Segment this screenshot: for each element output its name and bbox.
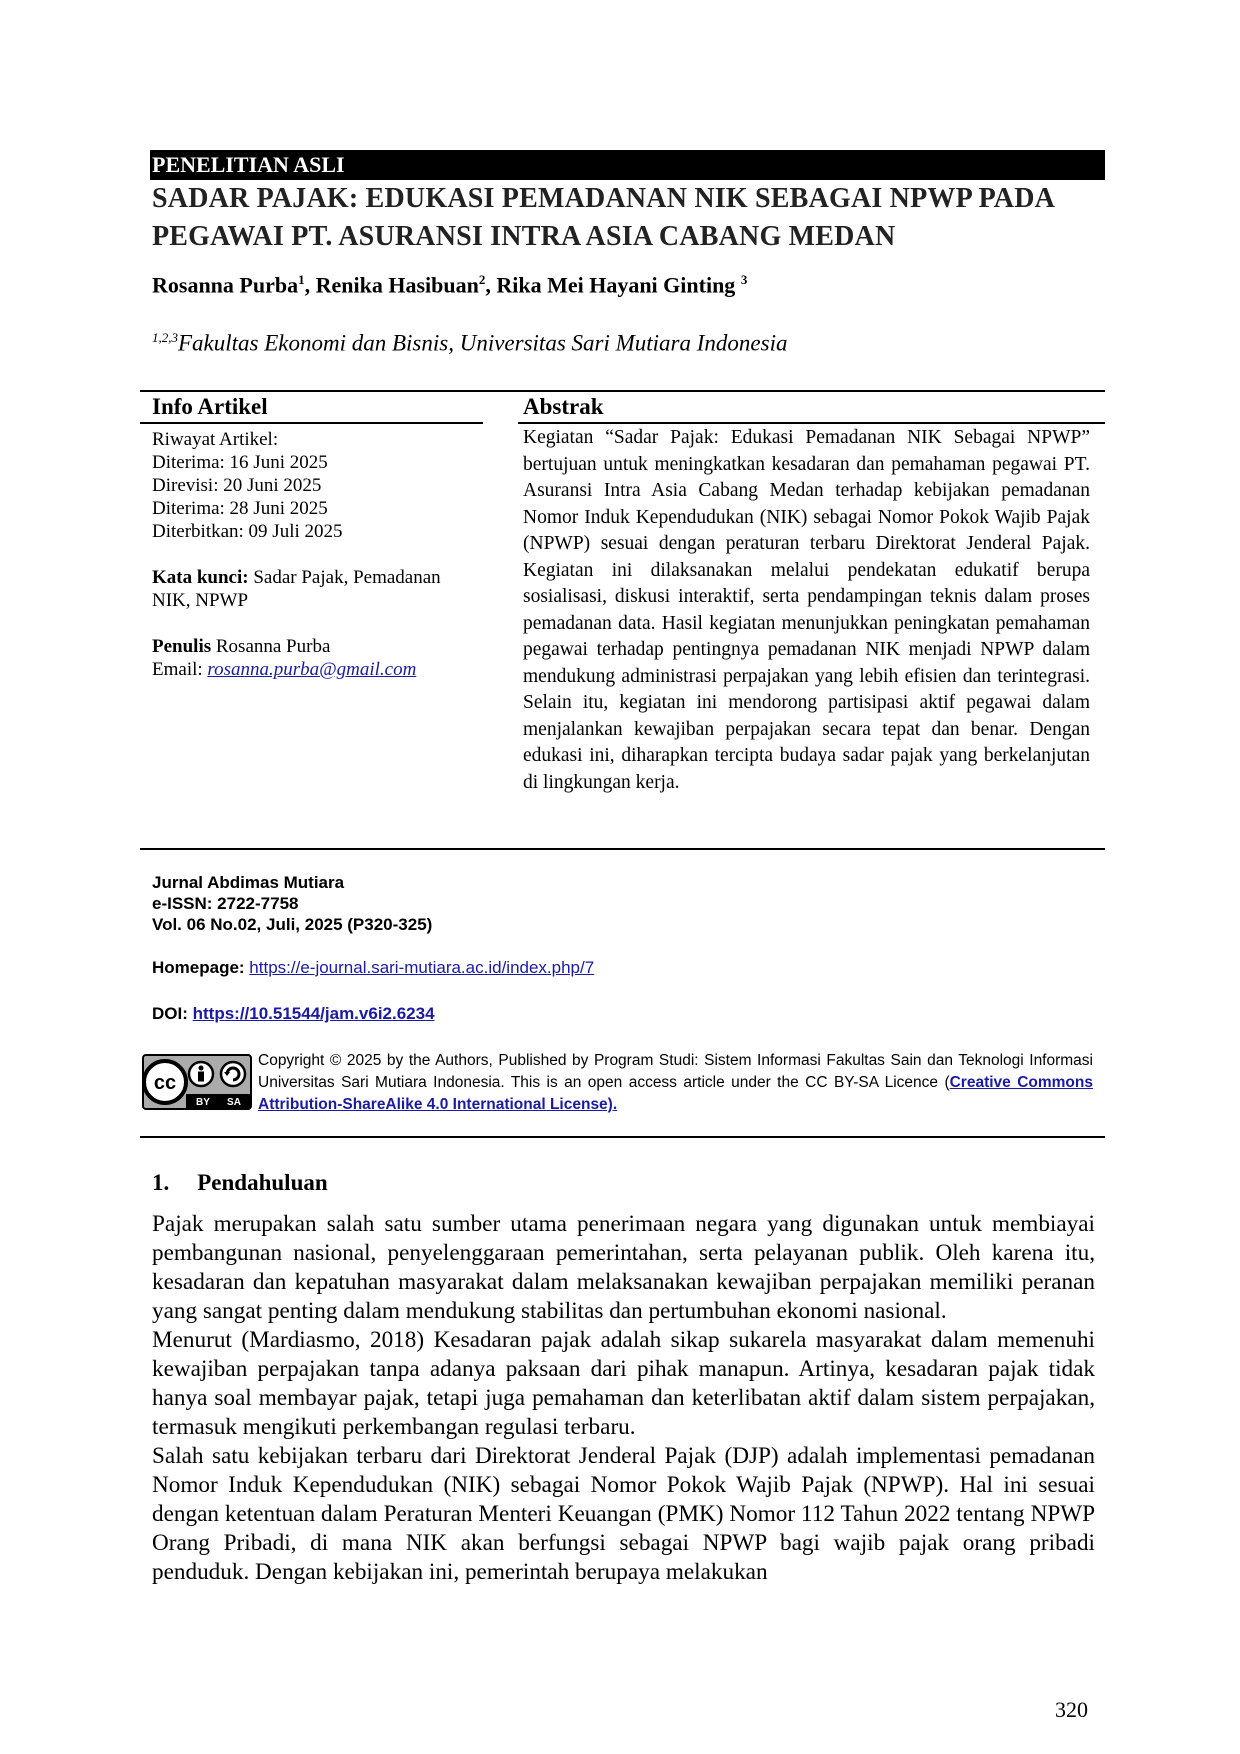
author-list: Rosanna Purba1, Renika Hasibuan2, Rika M… [152, 272, 747, 298]
top-rule [140, 390, 1105, 392]
affiliation-text: Fakultas Ekonomi dan Bisnis, Universitas… [178, 330, 788, 356]
homepage-label: Homepage: [152, 958, 250, 977]
page-number: 320 [1055, 1697, 1088, 1722]
received-date: Diterima: 16 Juni 2025 [152, 452, 328, 473]
author-label: Penulis [152, 636, 212, 657]
keywords: Kata kunci: Sadar Pajak, Pemadanan NIK, … [152, 566, 482, 612]
section-body: Pajak merupakan salah satu sumber utama … [152, 1210, 1095, 1587]
abstract-heading: Abstrak [523, 394, 604, 419]
author-value: Rosanna Purba [211, 636, 331, 657]
paragraph: Salah satu kebijakan terbaru dari Direkt… [152, 1443, 1095, 1585]
abstract-text: Kegiatan “Sadar Pajak: Edukasi Pemadanan… [523, 427, 1090, 793]
copyright-notice: Copyright © 2025 by the Authors, Publish… [258, 1050, 1093, 1116]
keywords-text: Sadar Pajak, Pemadanan NIK, NPWP [152, 567, 441, 611]
history-label: Riwayat Artikel: [152, 429, 279, 450]
journal-issn: e-ISSN: 2722-7758 [152, 894, 299, 913]
accepted-date: Diterima: 28 Juni 2025 [152, 498, 328, 519]
license-link[interactable]: Creative Commons Attribution-ShareAlike … [258, 1074, 1093, 1113]
svg-text:BY: BY [196, 1097, 210, 1108]
front-matter-bottom-rule [140, 1136, 1105, 1138]
paragraph: Menurut (Mardiasmo, 2018) Kesadaran paja… [152, 1327, 1095, 1440]
published-date: Diterbitkan: 09 Juli 2025 [152, 521, 343, 542]
paragraph: Pajak merupakan salah satu sumber utama … [152, 1211, 1095, 1324]
copyright-text: Copyright © 2025 by the Authors, Publish… [258, 1052, 1093, 1091]
journal-volume: Vol. 06 No.02, Juli, 2025 (P320-325) [152, 915, 433, 934]
section-number: 1. [152, 1170, 170, 1195]
affiliation-mark: 1,2,3 [152, 330, 178, 345]
homepage-link[interactable]: https://e-journal.sari-mutiara.ac.id/ind… [249, 958, 595, 977]
author-name: Rosanna Purba [152, 272, 299, 298]
svg-text:SA: SA [227, 1097, 241, 1108]
email: Email: rosanna.purba@gmail.com [152, 658, 482, 681]
author-affiliation-mark: 2 [478, 272, 486, 287]
cc-by-sa-badge[interactable]: cc BY SA [142, 1054, 252, 1110]
article-title: SADAR PAJAK: EDUKASI PEMADANAN NIK SEBAG… [152, 183, 1054, 252]
email-link[interactable]: rosanna.purba@gmail.com [207, 659, 417, 680]
author-name: Renika Hasibuan [315, 272, 479, 298]
article-info: Riwayat Artikel: Diterima: 16 Juni 2025 … [152, 428, 482, 681]
keywords-label: Kata kunci: [152, 567, 249, 588]
cc-by-sa-icon: cc BY SA [142, 1054, 252, 1110]
abstract-bottom-rule [140, 848, 1105, 850]
journal-name: Jurnal Abdimas Mutiara [152, 873, 345, 892]
info-heading-rule [140, 422, 483, 424]
email-label: Email: [152, 659, 208, 680]
author-affiliation-mark: 3 [740, 272, 748, 287]
doi-link[interactable]: https://10.51544/jam.v6i2.6234 [192, 1004, 435, 1023]
svg-text:cc: cc [154, 1072, 176, 1094]
revised-date: Direvisi: 20 Juni 2025 [152, 475, 322, 496]
section-heading: 1. Pendahuluan [152, 1170, 328, 1196]
homepage: Homepage: https://e-journal.sari-mutiara… [152, 958, 594, 978]
doi-label: DOI: [152, 1004, 193, 1023]
author-separator: , [304, 272, 316, 298]
article-type-banner: PENELITIAN ASLI [150, 150, 1105, 180]
info-heading: Info Artikel [152, 394, 268, 419]
affiliation: 1,2,3Fakultas Ekonomi dan Bisnis, Univer… [152, 330, 787, 357]
author-name: Rika Mei Hayani Ginting [496, 272, 741, 298]
abstract-heading-rule [518, 422, 1105, 424]
journal-info: Jurnal Abdimas Mutiara e-ISSN: 2722-7758… [152, 872, 432, 935]
corresponding-author: Penulis Rosanna Purba [152, 635, 482, 658]
author-separator: , [485, 272, 497, 298]
author-affiliation-mark: 1 [298, 272, 305, 287]
doi: DOI: https://10.51544/jam.v6i2.6234 [152, 1004, 435, 1024]
section-title: Pendahuluan [197, 1170, 328, 1195]
